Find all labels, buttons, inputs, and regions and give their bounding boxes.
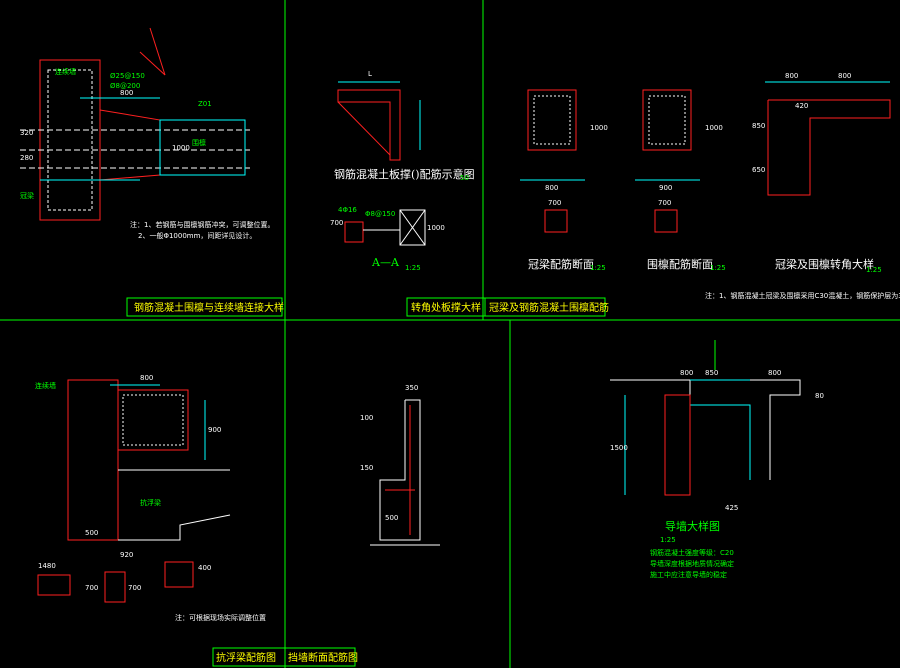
p3-s0-label: 冠梁配筋断面 [528, 257, 594, 271]
p2-section-label: A—A [371, 256, 400, 269]
p4-dim-7: 400 [198, 564, 211, 572]
p1-label-1: 冠梁 [20, 191, 34, 200]
p3-s0-dim-1: 1000 [590, 124, 608, 132]
p1-dim-1: 1000 [172, 144, 190, 152]
p3-s2-label: 冠梁及围檩转角大样 [775, 257, 874, 271]
p3-s2-dim-4: 650 [752, 166, 765, 174]
p2-main-label: 钢筋混凝土板撑()配筋示意图 [334, 167, 475, 181]
p3-s1-dim-0: 900 [659, 184, 672, 192]
p4-dim-4: 1480 [38, 562, 56, 570]
p6-note-1: 导墙深度根据地质情况确定 [650, 559, 734, 568]
p3-s0-dim-2: 700 [548, 199, 561, 207]
p2-main-scale: 50 [460, 174, 469, 182]
p5-dim-2: 500 [385, 514, 398, 522]
p3-s1-dim-2: 700 [658, 199, 671, 207]
p4-note: 注：可根据现场实际调整位置 [175, 613, 266, 622]
p3-s1-dim-1: 1000 [705, 124, 723, 132]
p1-dim-5: Ø8@200 [110, 82, 140, 90]
p5-dim-0: 350 [405, 384, 418, 392]
p4-dim-0: 800 [140, 374, 153, 382]
panel4-drawing: 800 500 900 920 1480 700 700 400 连续墙 抗浮梁… [35, 374, 266, 622]
p3-s2-dim-3: 850 [752, 122, 765, 130]
p4-dim-5: 700 [85, 584, 98, 592]
p4-dim-1: 500 [85, 529, 98, 537]
p4-label-1: 抗浮梁 [140, 498, 161, 507]
p3-s0-dim-0: 800 [545, 184, 558, 192]
title-panel3: 冠梁及钢筋混凝土围檩配筋 [489, 301, 609, 314]
p3-s2-dim-1: 800 [838, 72, 851, 80]
p1-dim-3: 280 [20, 154, 33, 162]
p5-dim-1: 100 [360, 414, 373, 422]
p6-dim-2: 800 [680, 369, 693, 377]
p6-dim-4: 425 [725, 504, 738, 512]
p6-note-0: 钢筋混凝土强度等级：C20 [650, 548, 734, 557]
p2-dim-0: L [368, 70, 372, 78]
p1-note-0: 注：1、若钢筋与围檩钢筋冲突，可调整位置。 [130, 220, 274, 229]
p2-dim-4: Φ8@150 [365, 210, 395, 218]
p4-dim-2: 900 [208, 426, 221, 434]
p2-dim-3: 4Φ16 [338, 206, 357, 214]
p5-dim-3: 150 [360, 464, 373, 472]
p3-note: 注：1、钢筋混凝土冠梁及围檩采用C30混凝土，钢筋保护层为30mm。 [705, 291, 900, 300]
p6-note-2: 施工中应注意导墙的稳定 [650, 570, 727, 579]
p3-s2-dim-2: 420 [795, 102, 808, 110]
p1-dim-0: 800 [120, 89, 133, 97]
panel2-drawing: L 1000 700 4Φ16 Φ8@150 钢筋混凝土板撑()配筋示意图 50… [330, 70, 475, 272]
p1-dim-6: Z01 [198, 100, 212, 108]
p6-label: 导墙大样图 [665, 519, 720, 533]
p1-note-1: 2、一般Φ1000mm，间距详见设计。 [138, 231, 256, 240]
p3-s0-scale: 1:25 [590, 264, 606, 272]
p6-dim-1: 800 [768, 369, 781, 377]
p6-dim-0: 850 [705, 369, 718, 377]
panel3-drawing: 800 1000 700 900 1000 700 800 800 420 85… [520, 72, 900, 300]
p1-dim-4: Ø25@150 [110, 72, 145, 80]
p3-s2-scale: 1:25 [866, 266, 882, 274]
p2-dim-2: 700 [330, 219, 343, 227]
p3-s2-dim-0: 800 [785, 72, 798, 80]
panel5-drawing: 350 100 500 150 [360, 384, 440, 546]
title-panel2: 转角处板撑大样 [411, 301, 481, 314]
p2-dim-1: 1000 [427, 224, 445, 232]
panel1-drawing: 800 1000 320 280 Ø25@150 Ø8@200 Z01 连续墙 … [20, 27, 274, 240]
title-panel4: 抗浮梁配筋图 [216, 651, 276, 664]
p3-s1-scale: 1:25 [710, 264, 726, 272]
p4-label-0: 连续墙 [35, 381, 56, 390]
title-panel1: 钢筋混凝土围檩与连续墙连接大样 [134, 301, 284, 314]
panel6-drawing: 850 800 800 1500 425 80 导墙大样图 1:25 钢筋混凝土… [610, 340, 824, 579]
p1-label-0: 连续墙 [55, 67, 76, 76]
p1-dim-2: 320 [20, 129, 33, 137]
p3-s1-label: 围檩配筋断面 [647, 257, 713, 271]
p6-scale: 1:25 [660, 536, 676, 544]
p4-dim-6: 700 [128, 584, 141, 592]
p6-dim-3: 1500 [610, 444, 628, 452]
title-panel5: 挡墙断面配筋图 [288, 651, 358, 664]
p2-section-scale: 1:25 [405, 264, 421, 272]
p6-dim-5: 80 [815, 392, 824, 400]
p1-label-2: 围檩 [192, 138, 206, 147]
p4-dim-3: 920 [120, 551, 133, 559]
